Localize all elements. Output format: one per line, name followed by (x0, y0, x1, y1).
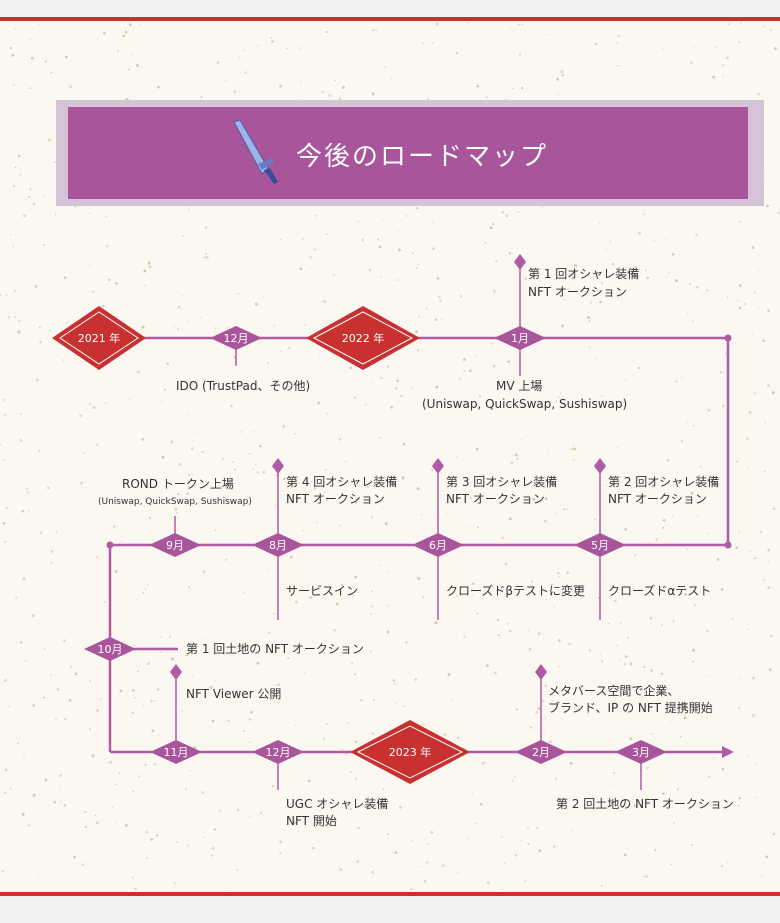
event-mv-line1: MV 上場 (496, 379, 543, 393)
svg-text:8月: 8月 (269, 539, 287, 552)
svg-text:3月: 3月 (632, 746, 650, 759)
year-diamond-2021: 2021 年 (52, 306, 146, 370)
event-nft2-line1: 第 2 回オシャレ装備 (608, 475, 720, 489)
bottom-strip (0, 896, 780, 923)
event-meta-line2: ブランド、IP の NFT 提携開始 (548, 701, 713, 715)
month-jun: 6月 (412, 533, 464, 557)
top-strip (0, 0, 780, 17)
month-feb-2023: 2月 (515, 740, 567, 764)
year-diamond-2022: 2022 年 (306, 306, 420, 370)
event-service-in: サービスイン (286, 584, 359, 598)
event-ugc-line2: NFT 開始 (286, 814, 337, 828)
event-meta-line1: メタバース空間で企業、 (548, 684, 680, 698)
event-ugc-line1: UGC オシャレ装備 (286, 797, 389, 811)
month-dec-2021: 12月 (210, 326, 262, 350)
event-nft4-line2: NFT オークション (286, 492, 385, 506)
month-may: 5月 (574, 533, 626, 557)
event-land2: 第 2 回土地の NFT オークション (556, 797, 734, 811)
month-dec-2022: 12月 (252, 740, 304, 764)
event-nft1-line1: 第 1 回オシャレ装備 (528, 267, 640, 281)
month-jan-2022: 1月 (494, 326, 546, 350)
title-banner (68, 107, 748, 199)
event-nft3-line1: 第 3 回オシャレ装備 (446, 475, 558, 489)
svg-text:2021 年: 2021 年 (78, 331, 121, 345)
svg-text:2月: 2月 (532, 746, 550, 759)
event-ido: IDO (TrustPad、その他) (176, 379, 311, 393)
svg-text:6月: 6月 (429, 539, 447, 552)
event-beta-test: クローズドβテストに変更 (446, 584, 586, 598)
bottom-border (0, 892, 780, 896)
month-sep: 9月 (149, 533, 201, 557)
svg-text:9月: 9月 (166, 539, 184, 552)
month-oct: 10月 (84, 637, 136, 661)
crystal-sword-icon (233, 119, 278, 184)
svg-text:1月: 1月 (511, 332, 529, 345)
event-rond-line1: ROND トークン上場 (122, 477, 234, 491)
timeline-arrow (722, 746, 734, 758)
event-nft1-line2: NFT オークション (528, 285, 627, 299)
page-title: 今後のロードマップ (296, 142, 549, 172)
svg-text:5月: 5月 (591, 539, 609, 552)
svg-text:12月: 12月 (266, 746, 291, 759)
svg-text:12月: 12月 (224, 332, 249, 345)
month-nov: 11月 (150, 740, 202, 764)
event-nft-viewer: NFT Viewer 公開 (186, 687, 282, 701)
svg-text:2022 年: 2022 年 (342, 331, 385, 345)
svg-text:10月: 10月 (98, 643, 123, 656)
event-nft2-line2: NFT オークション (608, 492, 707, 506)
event-nft3-line2: NFT オークション (446, 492, 545, 506)
event-mv-line2: (Uniswap, QuickSwap, Sushiswap) (422, 397, 628, 411)
svg-text:11月: 11月 (164, 746, 189, 759)
month-aug: 8月 (252, 533, 304, 557)
top-border (0, 17, 780, 21)
event-land1: 第 1 回土地の NFT オークション (186, 642, 364, 656)
event-alpha-test: クローズドαテスト (608, 584, 712, 598)
month-mar-2023: 3月 (615, 740, 667, 764)
event-rond-line2: (Uniswap, QuickSwap, Sushiswap) (98, 497, 252, 507)
event-nft4-line1: 第 4 回オシャレ装備 (286, 475, 398, 489)
svg-text:2023 年: 2023 年 (389, 745, 432, 759)
year-diamond-2023: 2023 年 (350, 720, 470, 784)
